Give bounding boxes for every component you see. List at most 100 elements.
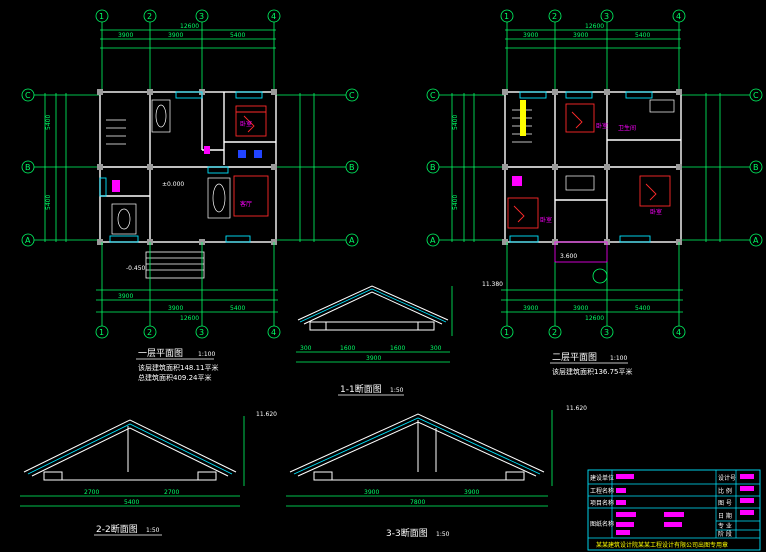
plan2-dim-b: 3900: [573, 32, 588, 39]
plan1-h-dim-1: 5400: [45, 115, 52, 130]
plan1-h-dim-3: 5400: [45, 195, 52, 210]
svg-text:3: 3: [604, 12, 609, 21]
plan2-room-bed3: 卧室: [650, 208, 662, 216]
plan1-dim-a: 3900: [118, 32, 133, 39]
svg-text:3: 3: [604, 328, 609, 337]
tb-row-1: 建设单位: [590, 474, 614, 482]
s33-dim-a: 3900: [364, 489, 379, 496]
svg-text:A: A: [349, 236, 355, 245]
s11-level: 11.380: [482, 281, 503, 288]
s33-level: 11.620: [566, 405, 587, 412]
plan2-room-bed1: 卧室: [596, 122, 608, 130]
plan1-axis-b: B: [25, 163, 31, 172]
s11-title: 1-1断面图: [340, 383, 382, 395]
tb-row-3: 项目名称: [590, 499, 614, 507]
plan1-bdim-a: 3900: [118, 293, 133, 300]
tb-right-3: 图 号: [718, 500, 732, 507]
s22-dim-a: 2700: [84, 489, 99, 496]
plan1-title: 一层平面图: [138, 348, 183, 359]
s33-title: 3-3断面图: [386, 527, 428, 539]
plan1-axis-4: 4: [271, 12, 276, 21]
svg-text:2: 2: [147, 328, 152, 337]
s22-dim-b: 2700: [164, 489, 179, 496]
s22-total: 5400: [124, 499, 139, 506]
plan1-bdim-b: 3900: [168, 305, 183, 312]
section-3-3: 11.620 3900 3900 7800 3-3断面图 1:50: [286, 405, 587, 539]
plan1-scale: 1:100: [198, 351, 215, 358]
plan2-bdim-c: 5400: [635, 305, 650, 312]
svg-text:B: B: [349, 163, 355, 172]
svg-text:2: 2: [552, 12, 557, 21]
plan1-axis-a: A: [25, 236, 31, 245]
svg-text:4: 4: [676, 12, 681, 21]
plan2-area: 该层建筑面积136.75平米: [552, 367, 633, 376]
svg-text:1: 1: [504, 12, 509, 21]
plan1-total-width: 12600: [180, 23, 199, 30]
plan1-top-axis: [95, 9, 281, 90]
s33-total: 7800: [410, 499, 425, 506]
svg-text:4: 4: [271, 328, 276, 337]
plan1-area-total: 总建筑面积409.24平米: [138, 373, 212, 382]
plan1-entry-level: -0.450: [126, 265, 146, 272]
svg-text:C: C: [349, 91, 355, 100]
plan1-axis-2: 2: [147, 12, 152, 21]
plan2-h-dim-3: 5400: [452, 195, 459, 210]
svg-text:C: C: [430, 91, 436, 100]
s22-scale: 1:50: [146, 527, 160, 534]
plan1-room-living: 客厅: [240, 200, 252, 208]
plan-second-floor: 1 2 3 4 C B A C B A 12600 3900 3900 5400…: [426, 9, 763, 376]
svg-text:12600: 12600: [585, 315, 604, 322]
s11-dim-c: 1600: [390, 345, 405, 352]
svg-text:C: C: [753, 91, 759, 100]
svg-text:B: B: [753, 163, 759, 172]
svg-text:1: 1: [99, 328, 104, 337]
s22-title: 2-2断面图: [96, 523, 138, 535]
tb-row-2: 工程名称: [590, 487, 614, 495]
plan2-dim-a: 3900: [523, 32, 538, 39]
plan1-axis-3: 3: [199, 12, 204, 21]
plan2-room-bed2: 卧室: [540, 216, 552, 224]
plan1-bdim-c: 5400: [230, 305, 245, 312]
svg-text:A: A: [753, 236, 759, 245]
plan2-bdim-b: 3900: [573, 305, 588, 312]
tb-right-4: 日 期: [718, 512, 732, 520]
plan2-title: 二层平面图: [552, 352, 597, 363]
plan2-bdim-a: 3900: [523, 305, 538, 312]
svg-text:A: A: [430, 236, 436, 245]
plan2-room-bath: 卫生间: [618, 124, 636, 132]
s11-scale: 1:50: [390, 387, 404, 394]
tb-right-2: 比 例: [718, 487, 732, 495]
plan-first-floor: 1 2 3 4 12600 3900 3900 5400 C B A C B A…: [21, 9, 359, 382]
plan2-h-dim-1: 5400: [452, 115, 459, 130]
s11-dim-a: 300: [300, 345, 312, 352]
tb-right-6: 阶 段: [718, 530, 732, 538]
plan2-total-width: 12600: [585, 23, 604, 30]
svg-text:4: 4: [676, 328, 681, 337]
tb-row-4: 图纸名称: [590, 520, 614, 528]
plan1-axis-1: 1: [99, 12, 104, 21]
plan1-level: ±0.000: [162, 181, 184, 188]
section-1-1: 11.380 300 1600 1600 300 3900 1-1断面图 1:5…: [296, 281, 503, 396]
plan1-axis-c: C: [25, 91, 31, 100]
s33-scale: 1:50: [436, 531, 450, 538]
tb-right-1: 设计号: [718, 474, 736, 482]
svg-text:1: 1: [504, 328, 509, 337]
s11-dim-b: 1600: [340, 345, 355, 352]
plan2-dim-c: 5400: [635, 32, 650, 39]
s22-level: 11.620: [256, 411, 277, 418]
s33-dim-b: 3900: [464, 489, 479, 496]
plan2-scale: 1:100: [610, 355, 627, 362]
section-2-2: 11.620 2700 2700 5400 2-2断面图 1:50: [20, 411, 277, 536]
svg-text:B: B: [430, 163, 436, 172]
tb-footer: 某某建筑设计院某某工程设计有限公司出图专用章: [596, 541, 728, 549]
title-block: 建设单位 工程名称 项目名称 图纸名称 设计号 比 例 图 号 日 期 专 业 …: [587, 469, 761, 551]
plan1-dim-c: 5400: [230, 32, 245, 39]
plan1-room-bed: 卧室: [240, 120, 252, 128]
s11-total: 3900: [366, 355, 381, 362]
s11-dim-d: 300: [430, 345, 442, 352]
svg-text:12600: 12600: [180, 315, 199, 322]
svg-text:2: 2: [552, 328, 557, 337]
svg-text:3: 3: [199, 328, 204, 337]
plan1-area-floor: 该层建筑面积148.11平米: [138, 363, 219, 372]
